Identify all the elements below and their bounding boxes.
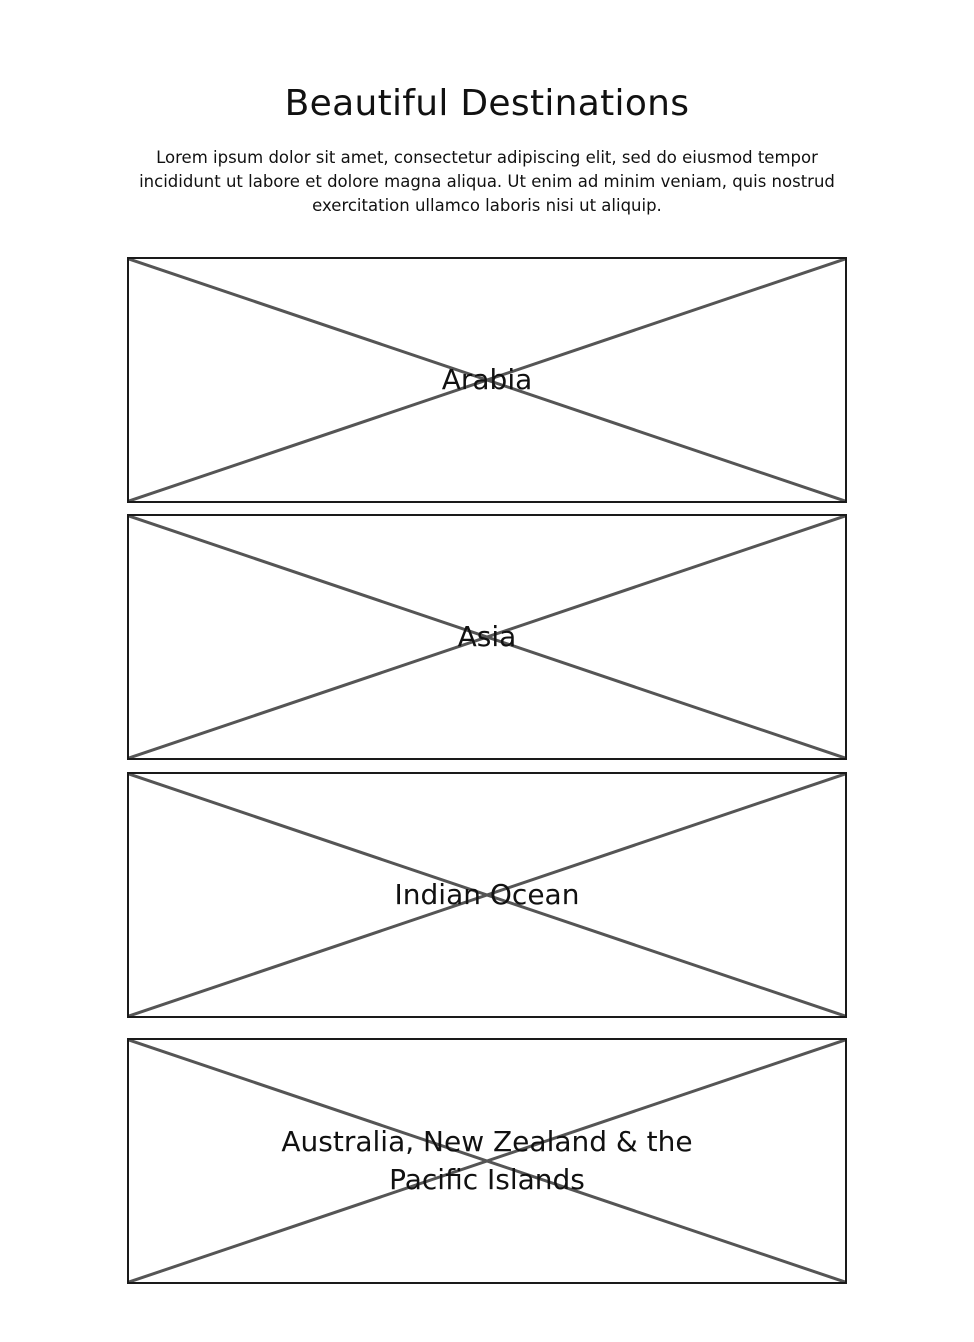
destination-label: Asia	[457, 620, 517, 653]
destination-label: Arabia	[441, 363, 533, 396]
destination-card-asia[interactable]: Asia	[127, 514, 847, 760]
destination-label: Indian Ocean	[394, 878, 580, 911]
image-placeholder-icon	[129, 774, 845, 1016]
image-placeholder-icon	[129, 516, 845, 758]
destination-label: Australia, New Zealand & the Pacific Isl…	[281, 1125, 693, 1196]
destination-card-indian-ocean[interactable]: Indian Ocean	[127, 772, 847, 1018]
image-placeholder-icon	[129, 1040, 845, 1282]
page-title: Beautiful Destinations	[284, 83, 690, 124]
image-placeholder-icon	[129, 259, 845, 501]
destination-card-arabia[interactable]: Arabia	[127, 257, 847, 503]
destination-card-australia-pacific[interactable]: Australia, New Zealand & the Pacific Isl…	[127, 1038, 847, 1284]
intro-text: Lorem ipsum dolor sit amet, consectetur …	[139, 148, 835, 215]
